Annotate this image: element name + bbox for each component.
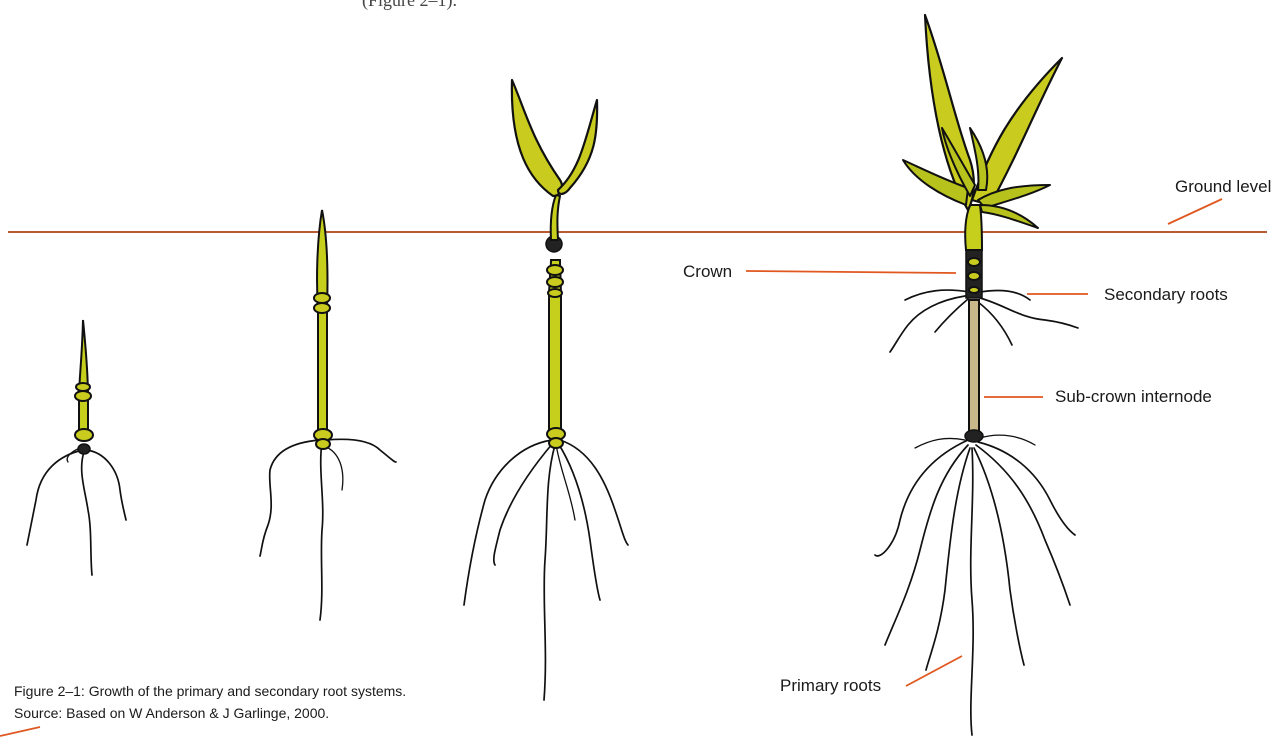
caption-line-2: Source: Based on W Anderson & J Garlinge…: [14, 705, 329, 721]
label-sub-crown-internode: Sub-crown internode: [984, 387, 1212, 406]
caption-leader: [0, 727, 40, 736]
plant-3-leaves: [512, 80, 597, 240]
figure-caption: Figure 2–1: Growth of the primary and se…: [0, 683, 406, 736]
caption-line-1: Figure 2–1: Growth of the primary and se…: [14, 683, 406, 699]
plant-1-node-upper: [75, 391, 91, 401]
label-ground-level: Ground level: [1168, 177, 1271, 224]
plant-stage-4: [875, 15, 1078, 735]
plant-2-roots: [260, 439, 396, 620]
label-secondary-roots: Secondary roots: [1027, 285, 1228, 304]
primary-roots-leader: [906, 656, 962, 686]
plant-3-roots: [464, 440, 628, 700]
secondary-roots-label: Secondary roots: [1104, 285, 1228, 304]
plant-1-shoot: [79, 320, 88, 440]
plant-2-shoot: [317, 210, 327, 436]
label-primary-roots: Primary roots: [780, 656, 962, 695]
primary-roots-label: Primary roots: [780, 676, 881, 695]
plant-1-node-lower: [75, 429, 93, 441]
plant-stage-3: [464, 80, 628, 700]
sub-crown-internode-label: Sub-crown internode: [1055, 387, 1212, 406]
plant-1-roots: [27, 448, 126, 575]
plant-4-secondary-roots: [890, 290, 1078, 352]
label-crown: Crown: [683, 262, 956, 281]
header-partial-text: (Figure 2–1).: [362, 0, 457, 11]
plant-4-primary-roots: [875, 435, 1075, 735]
ground-level-leader: [1168, 199, 1222, 224]
crown-label: Crown: [683, 262, 732, 281]
plant-stage-2: [260, 210, 396, 620]
plant-4-leaves: [903, 15, 1062, 250]
plant-stage-1: [27, 320, 126, 575]
crown-leader: [746, 271, 956, 273]
plant-4-sub-crown-internode: [969, 300, 979, 438]
ground-level-label: Ground level: [1175, 177, 1271, 196]
plant-2-node-upper: [314, 293, 330, 303]
